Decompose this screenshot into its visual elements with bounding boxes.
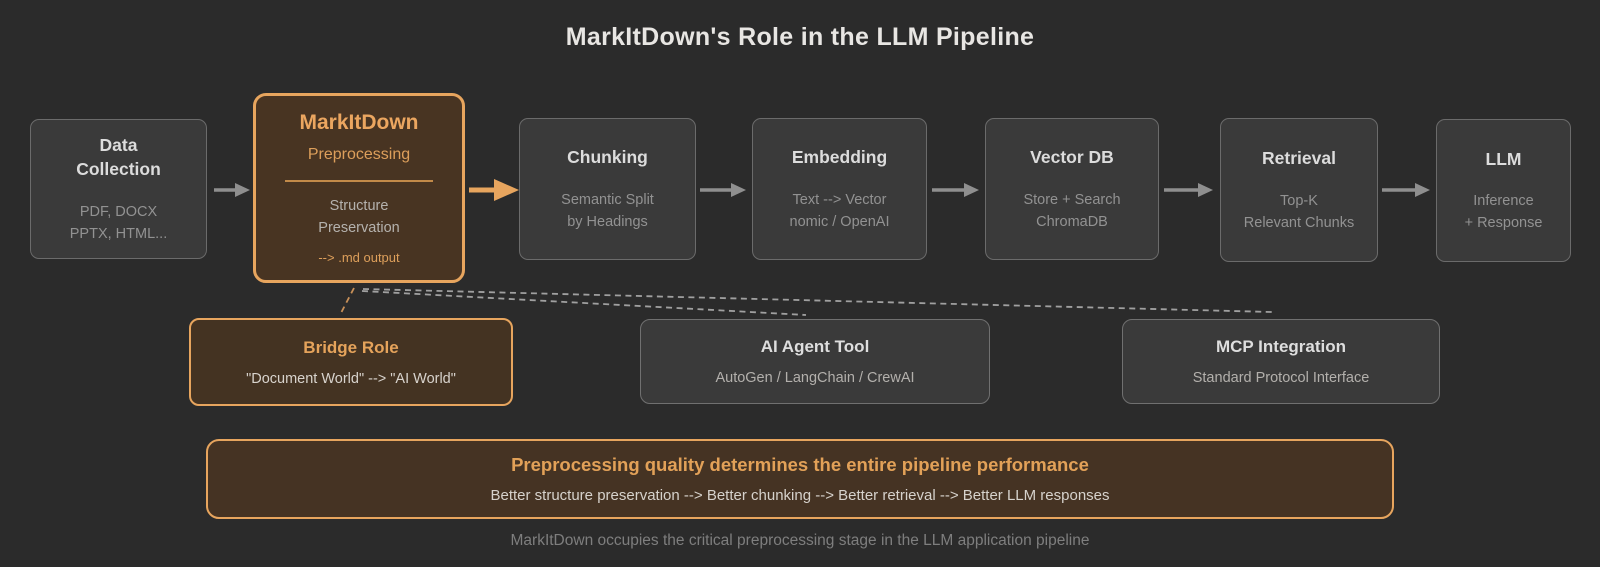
stage-detail-line: by Headings: [567, 213, 648, 230]
stage-detail-line: Preservation: [318, 220, 400, 236]
card-title: AI Agent Tool: [760, 337, 870, 356]
banner-key-insight: Preprocessing quality determines the ent…: [206, 439, 1394, 519]
stage-detail-line: PDF, DOCX: [79, 203, 158, 220]
stage-vector-db: Vector DB Store + Search ChromaDB: [985, 118, 1159, 260]
stage-detail-line: + Response: [1464, 215, 1543, 232]
stage-details: Structure Preservation: [318, 195, 399, 239]
card-bridge-role: Bridge Role "Document World" --> "AI Wor…: [189, 318, 513, 406]
stage-detail-line: Text --> Vector: [792, 191, 887, 208]
stage-detail-line: PPTX, HTML...: [69, 226, 168, 242]
stage-detail-line: Top-K: [1280, 192, 1318, 209]
stage-title: Embedding: [791, 147, 888, 168]
stage-details: Text --> Vector nomic / OpenAI: [790, 189, 890, 233]
stage-embedding: Embedding Text --> Vector nomic / OpenAI: [752, 118, 927, 260]
stage-detail-line: Store + Search: [1023, 191, 1121, 208]
divider: [285, 179, 433, 182]
card-title: Bridge Role: [303, 337, 399, 357]
stage-data-collection: Data Collection PDF, DOCX PPTX, HTML...: [30, 119, 207, 259]
stage-detail-line: nomic / OpenAI: [789, 213, 890, 230]
stage-subtitle: Preprocessing: [307, 145, 411, 163]
card-title: MCP Integration: [1215, 337, 1347, 356]
stage-detail-line: ChromaDB: [1036, 213, 1108, 230]
stage-markitdown: MarkItDown Preprocessing Structure Prese…: [253, 93, 465, 283]
stage-detail-line: Relevant Chunks: [1243, 214, 1355, 231]
page-title: MarkItDown's Role in the LLM Pipeline: [565, 23, 1035, 51]
card-subtitle: "Document World" --> "AI World": [246, 370, 456, 387]
stage-detail-line: Semantic Split: [561, 191, 654, 208]
stage-details: Inference + Response: [1465, 190, 1543, 234]
stage-title: Data Collection: [76, 134, 161, 180]
card-ai-agent-tool: AI Agent Tool AutoGen / LangChain / Crew…: [640, 319, 990, 404]
card-subtitle: AutoGen / LangChain / CrewAI: [715, 370, 915, 386]
stage-details: Semantic Split by Headings: [561, 189, 654, 233]
stage-title: Retrieval: [1262, 148, 1336, 169]
dashed-connector-lines: [340, 287, 1273, 316]
stage-chunking: Chunking Semantic Split by Headings: [519, 118, 696, 260]
footer-caption: MarkItDown occupies the critical preproc…: [510, 532, 1090, 549]
banner-title: Preprocessing quality determines the ent…: [511, 454, 1089, 475]
stage-retrieval: Retrieval Top-K Relevant Chunks: [1220, 118, 1378, 262]
stage-title: Chunking: [567, 147, 648, 168]
stage-title: MarkItDown: [299, 110, 419, 134]
banner-subtitle: Better structure preservation --> Better…: [490, 487, 1110, 504]
stage-details: Top-K Relevant Chunks: [1244, 190, 1354, 234]
card-subtitle: Standard Protocol Interface: [1192, 370, 1370, 386]
stage-title: LLM: [1485, 148, 1522, 169]
stage-details: Store + Search ChromaDB: [1023, 189, 1120, 233]
stage-detail-line: Inference: [1473, 193, 1534, 210]
stage-details: PDF, DOCX PPTX, HTML...: [70, 201, 168, 245]
stage-llm: LLM Inference + Response: [1436, 119, 1571, 262]
card-mcp-integration: MCP Integration Standard Protocol Interf…: [1122, 319, 1440, 404]
stage-title: Vector DB: [1030, 147, 1114, 168]
stage-note: --> .md output: [318, 250, 400, 266]
highlight-arrow-icon: [469, 179, 519, 201]
stage-detail-line: Structure: [329, 197, 389, 214]
